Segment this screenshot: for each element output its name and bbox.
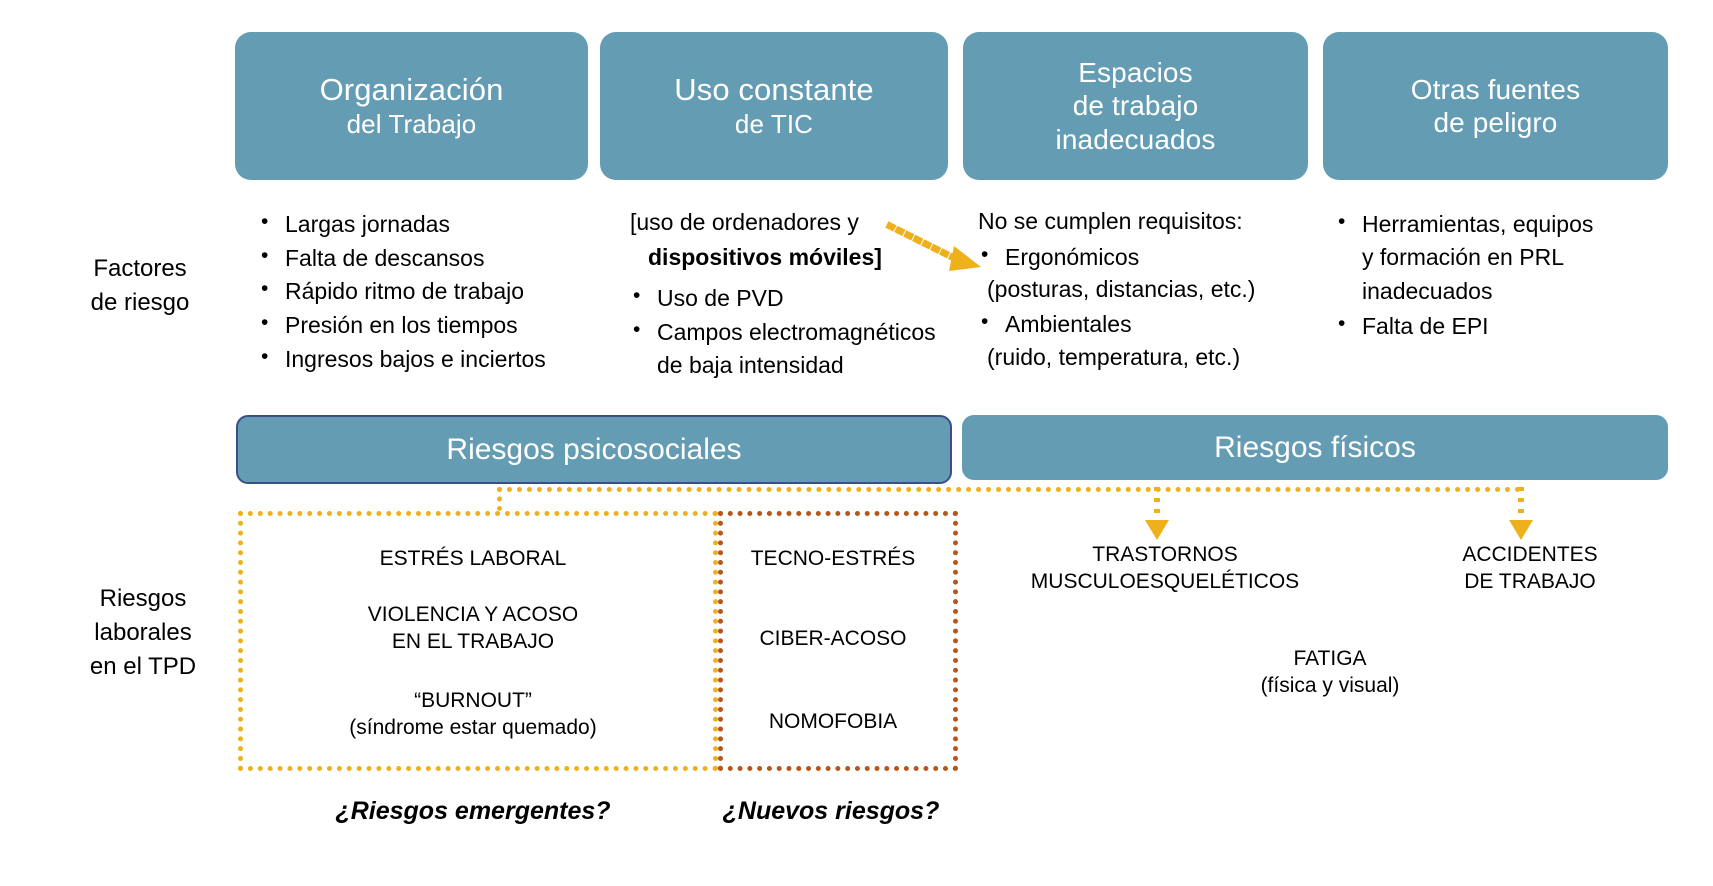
row-label-line1: Riesgos	[99, 585, 187, 612]
list-item-main: Herramientas, equipos	[1362, 211, 1594, 237]
risk-item-main: VIOLENCIA Y ACOSO	[367, 603, 579, 626]
list-item: Presión en los tiempos	[261, 308, 598, 342]
techno-risks-box	[718, 511, 958, 771]
category-box-espacios-de-trabajo-inadecuados[interactable]: Espacios de trabajo inadecuados	[963, 32, 1308, 180]
risk-banner-label: Riesgos psicosociales	[446, 432, 742, 466]
techno-risks-caption: ¿Nuevos riesgos?	[722, 797, 940, 825]
list-item: Falta de EPI	[1338, 309, 1675, 343]
risk-item-main: TECNO-ESTRÉS	[750, 547, 916, 570]
row-label-riesgos-laborales-en-el-tpd: Riesgos laborales en el TPD	[48, 582, 238, 684]
row-label-line2: de riesgo	[90, 289, 190, 317]
physical-risk-item-fatiga: FATIGA (física y visual)	[1180, 645, 1480, 700]
risk-item-sub: EN EL TRABAJO	[391, 630, 555, 654]
list-item-main: Falta de EPI	[1362, 312, 1489, 339]
psychosocial-risk-item-violencia-acoso: VIOLENCIA Y ACOSO EN EL TRABAJO	[250, 601, 696, 656]
connector-arrow-to-accidentes-icon	[1509, 487, 1533, 540]
category-label-line2: de TIC	[734, 108, 814, 139]
risk-item-line2: DE TRABAJO	[1464, 570, 1596, 594]
risk-item-line1: ACCIDENTES	[1462, 543, 1598, 566]
category-label-line3: inadecuados	[1055, 123, 1216, 155]
connector-arrow-to-trastornos-icon	[1145, 487, 1169, 540]
list-item: Rápido ritmo de trabajo	[261, 274, 598, 308]
row-label-factores-de-riesgo: Factores de riesgo	[45, 252, 235, 320]
category-box-otras-fuentes-de-peligro[interactable]: Otras fuentes de peligro	[1323, 32, 1668, 180]
connector-psicosociales-horizontal	[497, 487, 1521, 492]
list-item-main: Campos electromagnéticos	[657, 318, 936, 345]
row-label-line3: en el TPD	[89, 653, 197, 681]
list-item-main: Ergonómicos	[1005, 243, 1140, 270]
risk-item-line1: TRASTORNOS	[1092, 543, 1238, 566]
category-box-organizacion-del-trabajo[interactable]: Organización del Trabajo	[235, 32, 588, 180]
tic-intro-line1: [uso de ordenadores y	[630, 209, 859, 235]
category-label-line2: del Trabajo	[346, 108, 477, 139]
psychosocial-risks-caption: ¿Riesgos emergentes?	[335, 797, 611, 825]
risk-item-sub: (síndrome estar quemado)	[349, 716, 597, 740]
category-label-line2: de trabajo	[1072, 90, 1199, 122]
category-label-line1: Otras fuentes	[1410, 73, 1581, 105]
techno-risk-item-nomofobia: NOMOFOBIA	[722, 708, 944, 735]
list-item: Herramientas, equipos y formación en PRL…	[1338, 207, 1675, 308]
physical-risk-item-accidentes-de-trabajo: ACCIDENTES DE TRABAJO	[1380, 541, 1680, 596]
category-label-line1: Uso constante	[674, 72, 874, 108]
risk-banner-label: Riesgos físicos	[1214, 430, 1416, 464]
risk-item-main: “BURNOUT”	[414, 689, 532, 712]
espacios-intro: No se cumplen requisitos:	[978, 208, 1243, 234]
category-box-uso-constante-de-tic[interactable]: Uso constante de TIC	[600, 32, 948, 180]
list-item-main: Ambientales	[1005, 310, 1132, 337]
connector-psicosociales-vertical-stub	[497, 487, 502, 511]
risk-item-line1: FATIGA	[1293, 647, 1367, 670]
factor-list-otras-fuentes: Herramientas, equipos y formación en PRL…	[1335, 207, 1675, 344]
row-label-line2: laborales	[94, 619, 192, 647]
list-item: Ergonómicos (posturas, distancias, etc.)	[981, 240, 1308, 306]
list-item: Ambientales (ruido, temperatura, etc.)	[981, 307, 1308, 373]
list-item-sub: (posturas, distancias, etc.)	[987, 276, 1256, 303]
risk-item-main: ESTRÉS LABORAL	[379, 547, 567, 570]
psychosocial-risks-box	[238, 511, 718, 771]
list-item-sub1: y formación en PRL	[1362, 243, 1564, 270]
list-item: Falta de descansos	[261, 241, 598, 275]
factor-list-organizacion: Largas jornadas Falta de descansos Rápid…	[258, 207, 598, 376]
psychosocial-risk-item-burnout: “BURNOUT” (síndrome estar quemado)	[250, 687, 696, 742]
row-label-line1: Factores	[93, 255, 187, 282]
list-item-sub: de baja intensidad	[657, 351, 844, 378]
category-label-line2: de peligro	[1433, 107, 1558, 138]
risk-banner-riesgos-fisicos[interactable]: Riesgos físicos	[962, 415, 1668, 480]
list-item-sub: (ruido, temperatura, etc.)	[987, 343, 1241, 370]
techno-risk-item-ciber-acoso: CIBER-ACOSO	[722, 625, 944, 652]
list-item: Largas jornadas	[261, 207, 598, 241]
list-item: Uso de PVD	[633, 281, 970, 315]
category-label-line1: Organización	[319, 72, 504, 108]
physical-risk-item-trastornos-musculoesqueleticos: TRASTORNOS MUSCULOESQUELÉTICOS	[970, 541, 1360, 596]
factor-list-espacios: No se cumplen requisitos: Ergonómicos (p…	[978, 205, 1308, 375]
connector-tic-to-espacios-arrow-icon	[885, 221, 981, 271]
list-item: Campos electromagnéticos de baja intensi…	[633, 315, 970, 381]
risk-item-main: CIBER-ACOSO	[759, 627, 907, 650]
factor-list-tic: [uso de ordenadores y dispositivos móvil…	[630, 206, 970, 383]
psychosocial-risk-item-estres-laboral: ESTRÉS LABORAL	[250, 545, 696, 572]
risk-item-line2: MUSCULOESQUELÉTICOS	[1030, 570, 1300, 594]
risk-item-line2: (física y visual)	[1260, 674, 1400, 698]
risk-item-main: NOMOFOBIA	[768, 710, 898, 733]
list-item-sub2: inadecuados	[1362, 278, 1493, 305]
list-item: Ingresos bajos e inciertos	[261, 342, 598, 376]
category-label-line1: Espacios	[1078, 57, 1193, 89]
techno-risk-item-tecno-estres: TECNO-ESTRÉS	[722, 545, 944, 572]
tic-intro-line2: dispositivos móviles]	[648, 243, 882, 270]
risk-banner-riesgos-psicosociales[interactable]: Riesgos psicosociales	[236, 415, 952, 484]
list-item-main: Uso de PVD	[657, 285, 784, 312]
